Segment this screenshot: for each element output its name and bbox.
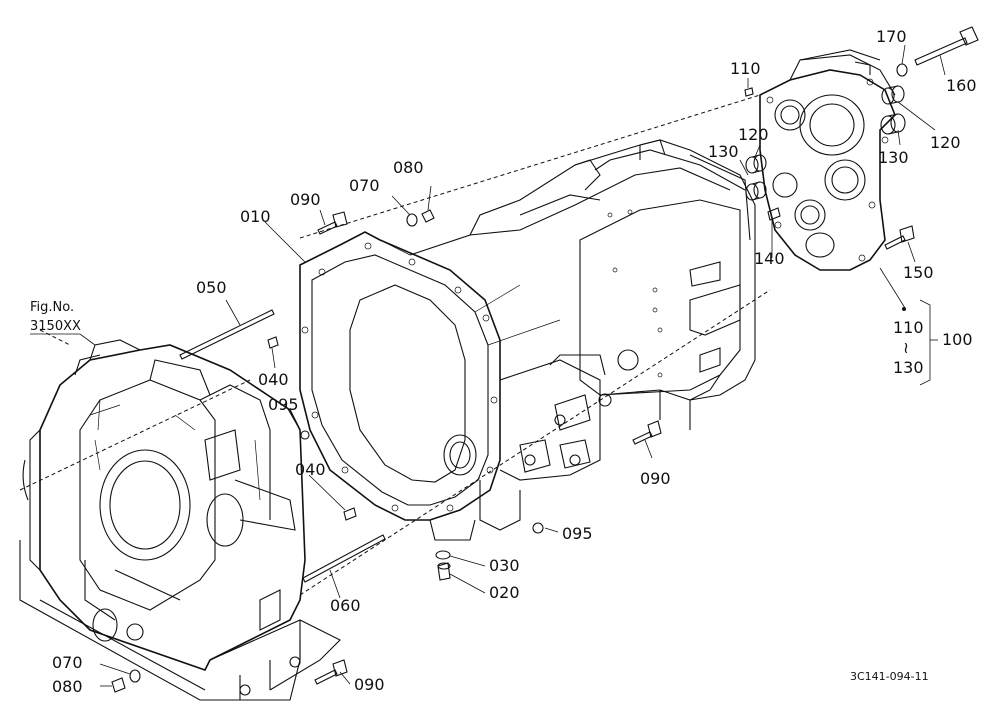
- transmission-case-drawing: [299, 139, 756, 541]
- part-label-070-bottom: 070: [52, 653, 83, 672]
- part-label-070-top: 070: [349, 176, 380, 195]
- part-label-080-top: 080: [393, 158, 424, 177]
- part-label-120-left: 120: [738, 125, 769, 144]
- fastener-parts: [111, 26, 979, 693]
- part-label-130-left: 130: [708, 142, 739, 161]
- rear-cover-drawing: [759, 49, 896, 271]
- part-label-100: 100: [942, 330, 973, 349]
- part-label-030: 030: [489, 556, 520, 575]
- part-label-010: 010: [240, 207, 271, 226]
- part-label-020: 020: [489, 583, 520, 602]
- part-label-130-right: 130: [878, 148, 909, 167]
- part-labels: 170 160 110 120 130 120 130 080 070 090 …: [30, 27, 977, 696]
- part-label-120-right: 120: [930, 133, 961, 152]
- part-label-095-left: 095: [268, 395, 299, 414]
- part-label-140: 140: [754, 249, 785, 268]
- part-label-095-right: 095: [562, 524, 593, 543]
- part-label-110-group: 110: [893, 318, 924, 337]
- part-label-150: 150: [903, 263, 934, 282]
- part-label-090-bottom: 090: [354, 675, 385, 694]
- figure-ref-line1: Fig.No.: [30, 300, 74, 315]
- drawing-code: 3C141-094-11: [850, 670, 929, 683]
- part-label-090-middle: 090: [640, 469, 671, 488]
- part-label-040-top: 040: [258, 370, 289, 389]
- leader-lines: [19, 44, 946, 687]
- part-label-090-top: 090: [290, 190, 321, 209]
- figure-ref-line2: 3150XX: [30, 319, 81, 334]
- part-label-110-top: 110: [730, 59, 761, 78]
- part-label-range-symbol: ≀: [903, 338, 909, 357]
- part-label-160: 160: [946, 76, 977, 95]
- part-label-130-group: 130: [893, 358, 924, 377]
- part-label-080-bottom: 080: [52, 677, 83, 696]
- left-housing-drawing: [19, 339, 341, 701]
- part-label-170: 170: [876, 27, 907, 46]
- part-label-060: 060: [330, 596, 361, 615]
- part-label-040-bottom: 040: [295, 460, 326, 479]
- part-label-050: 050: [196, 278, 227, 297]
